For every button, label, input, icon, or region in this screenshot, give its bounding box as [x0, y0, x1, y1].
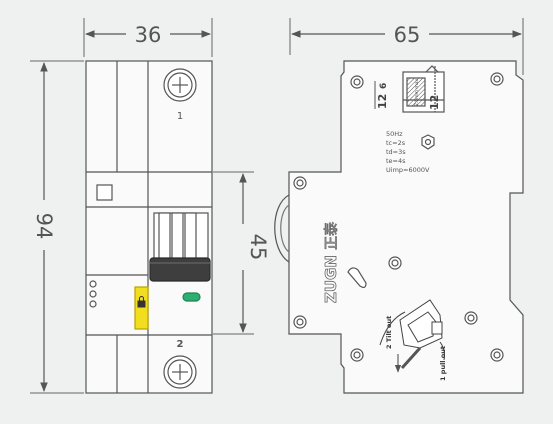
rating-td: td=3s — [386, 148, 406, 156]
wire-spec-label: 2.5mm max — [414, 79, 420, 106]
rating-tc: tc=2s — [386, 139, 406, 147]
rating-te: te=4s — [386, 157, 406, 165]
terminal-number-top: 1 — [177, 111, 183, 122]
dimension-width-side: 65 — [289, 18, 524, 75]
dimension-height-face: 45 — [213, 171, 270, 335]
brand-logo: ZUGN 正泰 — [322, 222, 341, 304]
brand-cjk: 正泰 — [324, 222, 340, 250]
rating-label: 50Hz tc=2s td=3s te=4s Uimp=6000V — [386, 130, 430, 174]
top-terminal-screw — [163, 68, 197, 102]
test-button — [96, 184, 113, 201]
operating-handle — [149, 257, 211, 282]
terminal-number-bottom: 2 — [177, 339, 184, 350]
dim-label-94: 94 — [32, 213, 56, 240]
side-body — [288, 60, 524, 394]
lock-slider — [134, 286, 149, 330]
wire-length-label: 12 — [428, 95, 441, 110]
rating-uimp: Uimp=6000V — [386, 166, 430, 174]
removal-diagram — [379, 299, 445, 373]
dimension-width-front: 36 — [83, 18, 213, 57]
lock-icon — [137, 296, 146, 308]
front-view — [85, 60, 213, 394]
side-view — [274, 60, 524, 394]
instruction-tilt: 2 Tilt out — [385, 316, 393, 349]
bottom-terminal-screw — [163, 355, 197, 389]
status-indicator — [182, 292, 201, 302]
dim-label-36: 36 — [135, 23, 162, 47]
dim-label-45: 45 — [246, 234, 270, 261]
dimension-height-total: 94 — [30, 60, 84, 394]
instruction-pull: 1 pull out — [439, 346, 447, 381]
strip-length-label: 12 — [376, 94, 389, 109]
dim-label-65: 65 — [394, 23, 421, 47]
brand-latin: ZUGN — [322, 255, 340, 303]
size-6-label: 6 — [379, 83, 389, 89]
rating-frequency: 50Hz — [386, 130, 403, 138]
